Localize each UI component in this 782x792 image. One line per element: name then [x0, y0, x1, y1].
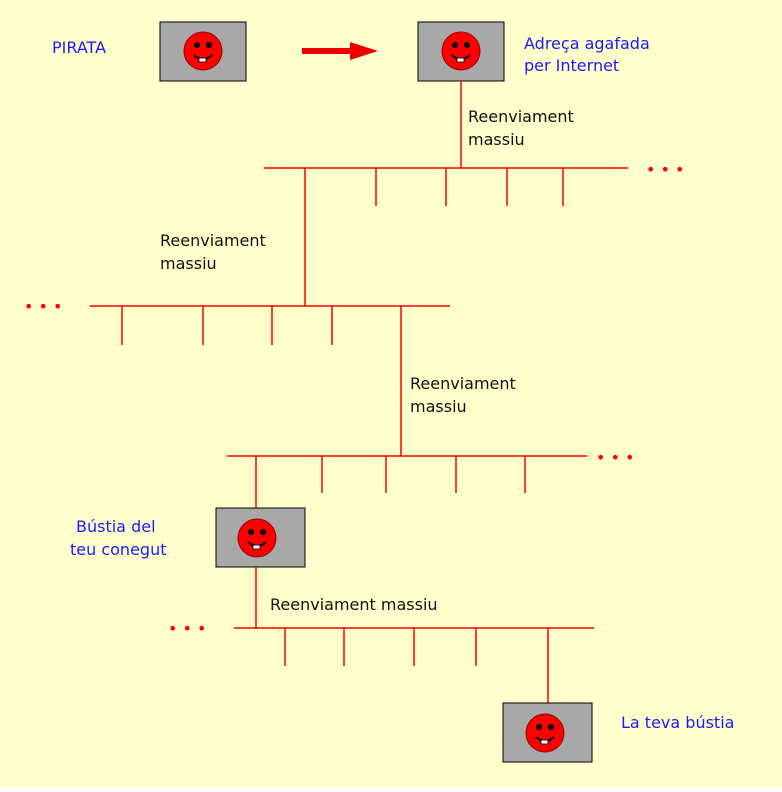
acquaintance-mailbox-computer [215, 507, 306, 568]
ellipsis-1: • • • [646, 160, 684, 179]
captured-address-label-line1: Adreça agafada [524, 34, 650, 53]
ellipsis-2: • • • [24, 297, 62, 316]
forward-label-3-line1: Reenviament [410, 374, 516, 393]
captured-address-label-line2: per Internet [524, 56, 619, 75]
forward-label-3-line2: massiu [410, 397, 467, 416]
network-bus-1 [264, 167, 628, 306]
acquaintance-label-line1: Bústia del [76, 517, 156, 536]
smiley-face-icon [525, 713, 565, 753]
forward-label-2-line1: Reenviament [160, 231, 266, 250]
forward-label-4: Reenviament massiu [270, 595, 438, 614]
ellipsis-4: • • • [168, 619, 206, 638]
acquaintance-label-line2: teu conegut [70, 540, 166, 559]
pirate-label: PIRATA [52, 38, 106, 57]
ellipsis-3: • • • [596, 448, 634, 467]
network-bus-4 [234, 627, 594, 703]
smiley-face-icon [441, 31, 481, 71]
pirate-computer [159, 21, 247, 82]
network-bus-3 [227, 455, 587, 508]
forward-label-1-line2: massiu [468, 130, 525, 149]
smiley-face-icon [183, 31, 223, 71]
network-bus-2 [90, 305, 450, 456]
captured-address-computer [417, 21, 505, 82]
arrow-right-icon [302, 42, 378, 60]
forward-label-1-line1: Reenviament [468, 107, 574, 126]
your-mailbox-computer [502, 702, 593, 763]
forward-label-2-line2: massiu [160, 254, 217, 273]
your-mailbox-label: La teva bústia [621, 713, 734, 732]
smiley-face-icon [237, 518, 277, 558]
